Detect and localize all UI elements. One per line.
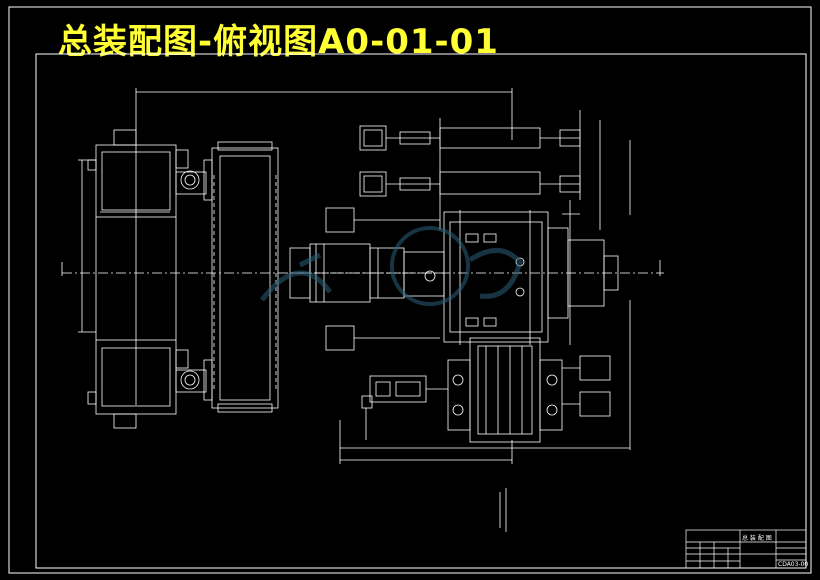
outer-border <box>8 6 812 574</box>
inner-border <box>35 53 807 569</box>
side-cylinder <box>361 375 448 440</box>
lower-mechanism <box>447 337 611 443</box>
valve-box-1 <box>325 207 355 233</box>
hydraulic-cylinder-1 <box>359 118 581 230</box>
gearbox-bottom <box>87 339 207 429</box>
watermark <box>260 226 523 306</box>
title-block-main: 总 装 配 图 <box>742 534 772 542</box>
title-block-code: CDA03-00 <box>778 561 808 568</box>
conveyor-frame <box>203 141 279 413</box>
hydraulic-cylinder-2 <box>359 171 581 197</box>
title-block <box>685 529 807 569</box>
press-assembly <box>424 200 619 345</box>
main-cylinder <box>289 243 445 303</box>
drawing-title: 总装配图-俯视图A0-01-01 <box>58 22 499 62</box>
gearbox-top <box>87 129 207 218</box>
valve-box-2 <box>325 325 355 351</box>
